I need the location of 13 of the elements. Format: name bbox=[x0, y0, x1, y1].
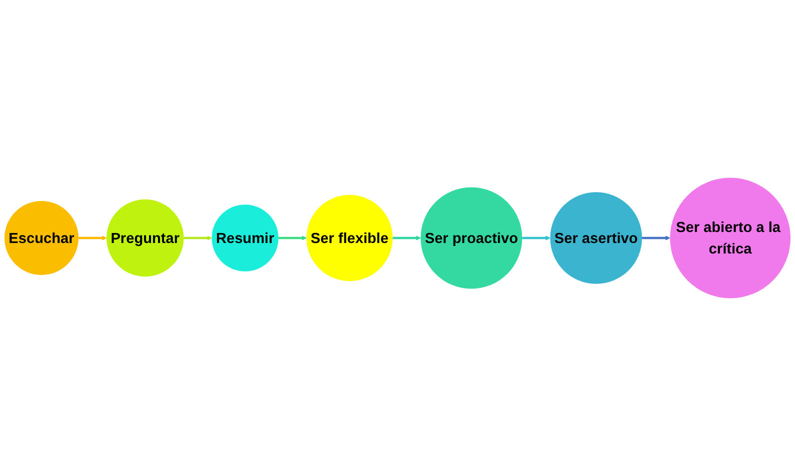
node-circle: Ser proactivo bbox=[420, 187, 522, 289]
node-circle: Ser flexible bbox=[306, 194, 393, 282]
node-circle: Preguntar bbox=[106, 199, 184, 277]
node-circle: Ser abierto a la crítica bbox=[670, 178, 791, 298]
arrow bbox=[522, 236, 550, 240]
arrow bbox=[642, 236, 670, 240]
arrow bbox=[184, 236, 212, 240]
arrow bbox=[278, 236, 307, 240]
node-circle: Ser asertivo bbox=[550, 192, 642, 284]
node-circle: Escuchar bbox=[4, 201, 78, 275]
arrow bbox=[78, 236, 107, 240]
arrow bbox=[392, 236, 421, 240]
node-circle: Resumir bbox=[212, 204, 278, 272]
